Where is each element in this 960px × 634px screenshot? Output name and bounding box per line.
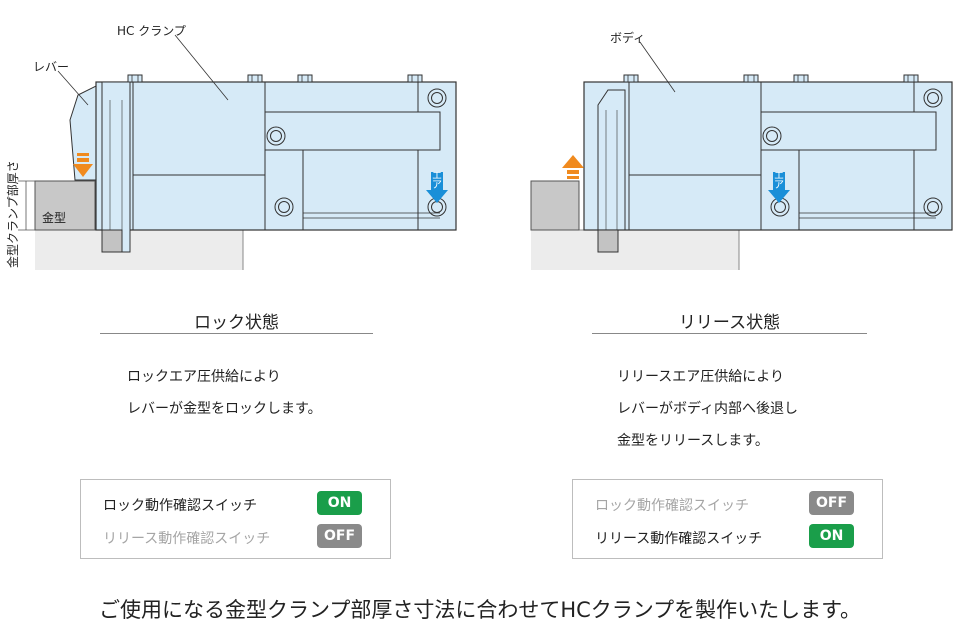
release-orange-arrow xyxy=(562,155,584,179)
lock-desc-line: ロックエア圧供給により xyxy=(127,369,281,385)
lock-state-title: ロック状態 xyxy=(194,313,279,333)
release-switch-row: リリース動作確認スイッチ ON xyxy=(595,524,864,550)
lock-switch-row: ロック動作確認スイッチ OFF xyxy=(595,491,864,517)
release-desc-line: 金型をリリースします。 xyxy=(617,433,769,449)
air-label-lock: エア xyxy=(432,171,442,191)
lock-desc-line: レバーが金型をロックします。 xyxy=(127,401,322,417)
release-diagram xyxy=(530,41,953,270)
lock-air-arrow xyxy=(426,172,448,203)
release-air-arrow xyxy=(768,172,790,203)
release-desc-line: リリースエア圧供給により xyxy=(617,369,785,385)
switch-label: リリース動作確認スイッチ xyxy=(103,531,271,547)
callout-mold: 金型 xyxy=(42,211,67,225)
lock-title-rule xyxy=(100,333,373,334)
lock-description: ロックエア圧供給により レバーが金型をロックします。 xyxy=(127,361,322,425)
switch-label: リリース動作確認スイッチ xyxy=(595,531,763,547)
lock-diagram xyxy=(18,34,457,270)
lever xyxy=(597,89,626,230)
air-label-release: エア xyxy=(774,171,784,191)
clamp-body xyxy=(583,81,953,231)
clamp-diagrams xyxy=(18,34,953,270)
release-switch-panel: ロック動作確認スイッチ OFF リリース動作確認スイッチ ON xyxy=(572,479,883,559)
switch-label: ロック動作確認スイッチ xyxy=(595,498,749,514)
lever xyxy=(69,85,97,181)
release-description: リリースエア圧供給により レバーがボディ内部へ後退し 金型をリリースします。 xyxy=(617,361,798,457)
status-badge-on: ON xyxy=(809,524,854,548)
release-desc-line: レバーがボディ内部へ後退し xyxy=(617,401,799,417)
release-state-title: リリース状態 xyxy=(678,313,781,333)
status-badge-off: OFF xyxy=(809,491,854,515)
callout-lever: レバー xyxy=(33,60,70,74)
status-badge-on: ON xyxy=(317,491,362,515)
status-badge-off: OFF xyxy=(317,524,362,548)
base-plate xyxy=(35,230,243,270)
mold-block xyxy=(530,180,580,231)
callout-hc-clamp: HC クランプ xyxy=(117,24,186,38)
callout-mold-thickness: 金型クランプ部厚さ xyxy=(6,160,20,268)
base-plate xyxy=(531,230,739,270)
mold-block xyxy=(34,180,96,231)
lock-switch-panel: ロック動作確認スイッチ ON リリース動作確認スイッチ OFF xyxy=(80,479,391,559)
clamp-body xyxy=(95,81,457,231)
lock-switch-row: ロック動作確認スイッチ ON xyxy=(103,491,372,517)
release-title-rule xyxy=(592,333,867,334)
switch-label: ロック動作確認スイッチ xyxy=(103,498,257,514)
callout-body: ボディ xyxy=(610,31,646,45)
release-switch-row: リリース動作確認スイッチ OFF xyxy=(103,524,372,550)
lock-orange-arrow xyxy=(73,153,93,177)
footer-note: ご使用になる金型クランプ部厚さ寸法に合わせてHCクランプを製作いたします。 xyxy=(98,598,862,622)
